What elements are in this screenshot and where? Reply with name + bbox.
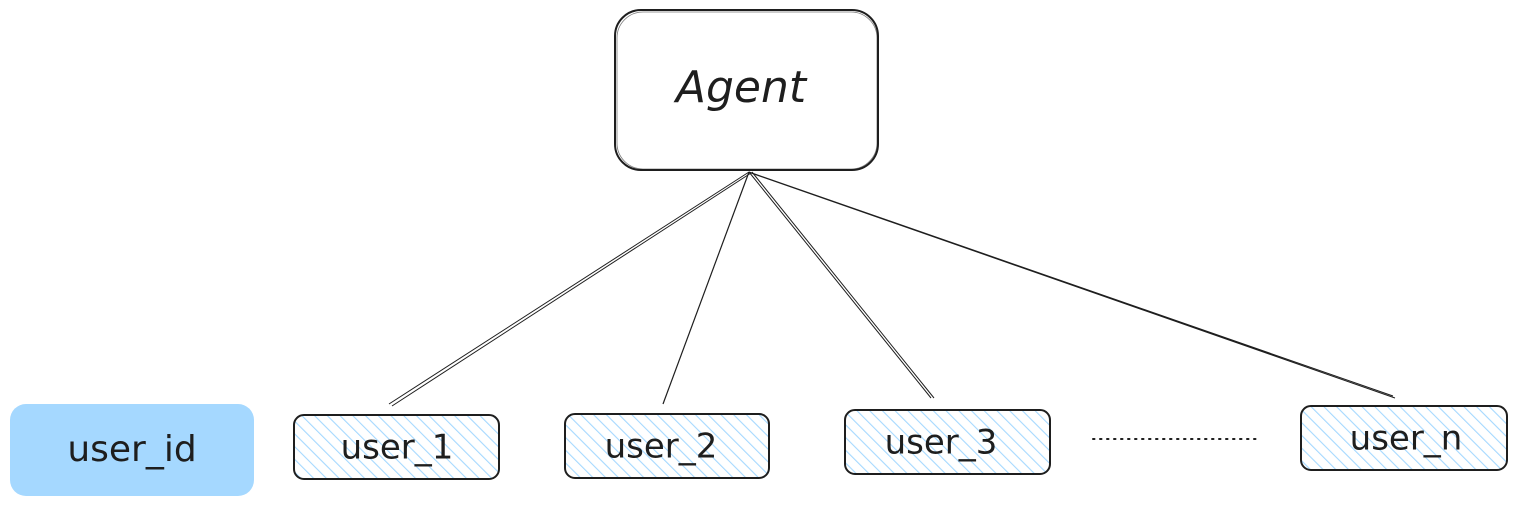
user-node-n-box: [1300, 405, 1508, 471]
user-node-3-box: [844, 409, 1051, 475]
user-node-1-label: user_1: [341, 428, 454, 468]
user-node-1-box: [293, 414, 500, 480]
user-node-n: user_n: [1300, 405, 1508, 471]
connector-user-n: [748, 171, 1396, 399]
user-node-1: user_1: [293, 414, 500, 480]
connector-user-2: [662, 171, 750, 405]
user-node-n-label: user_n: [1350, 419, 1463, 459]
user-node-3-label: user_3: [885, 423, 998, 463]
connectors: [388, 171, 1396, 407]
user-node-2: user_2: [564, 413, 770, 479]
legend-user-id: user_id: [10, 404, 254, 496]
agent-node: Agent: [614, 9, 879, 171]
agent-box-sketch: [616, 11, 878, 170]
agent-box: [614, 9, 879, 171]
user-node-3: user_3: [844, 409, 1051, 475]
legend-user-id-box: [10, 404, 254, 496]
agent-label: Agent: [673, 62, 808, 113]
user-node-2-label: user_2: [605, 427, 718, 467]
connector-user-1: [388, 171, 752, 407]
legend-user-id-label: user_id: [67, 429, 196, 470]
connector-user-3: [748, 171, 935, 399]
user-node-2-box: [564, 413, 770, 479]
